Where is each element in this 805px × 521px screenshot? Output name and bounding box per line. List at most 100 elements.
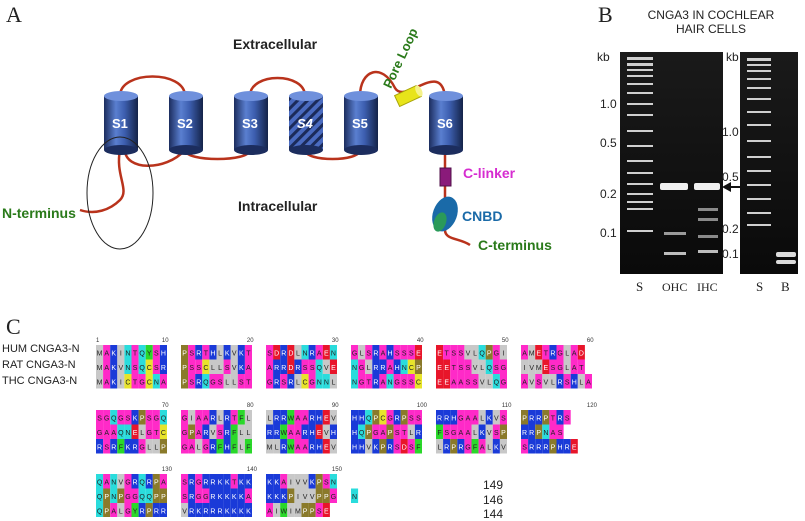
alignment-residue: G xyxy=(132,494,137,501)
alignment-residue: G xyxy=(359,380,364,387)
alignment-cell xyxy=(230,503,238,517)
alignment-cell xyxy=(556,359,564,374)
alignment-residue: Q xyxy=(139,480,145,487)
alignment-residue: A xyxy=(451,380,456,387)
alignment-cell xyxy=(492,359,500,374)
alignment-cell xyxy=(549,345,557,360)
alignment-cell xyxy=(478,359,486,374)
alignment-cell xyxy=(365,345,373,360)
alignment-cell xyxy=(485,345,493,360)
alignment-residue: K xyxy=(218,480,223,487)
alignment-cell xyxy=(315,359,323,374)
alignment-residue: L xyxy=(239,430,243,437)
alignment-cell xyxy=(322,439,330,454)
alignment-cell xyxy=(145,424,153,439)
alignment-cell xyxy=(103,424,111,439)
alignment-cell xyxy=(499,374,507,389)
alignment-cell xyxy=(216,424,224,439)
alignment-residue: S xyxy=(409,416,414,423)
alignment-residue: P xyxy=(451,445,456,452)
alignment-residue: R xyxy=(550,351,555,358)
alignment-residue: A xyxy=(551,430,556,437)
c-terminus-label: C-terminus xyxy=(478,237,552,253)
alignment-cell xyxy=(542,410,550,425)
alignment-residue: I xyxy=(191,416,193,423)
alignment-cell xyxy=(188,410,196,425)
alignment-cell xyxy=(521,345,529,360)
alignment-cell xyxy=(443,374,451,389)
alignment-cell xyxy=(159,374,167,389)
alignment-residue: G xyxy=(104,416,109,423)
alignment-residue: A xyxy=(104,365,109,372)
alignment-cell xyxy=(393,410,401,425)
alignment-residue: G xyxy=(331,494,336,501)
alignment-residue: P xyxy=(140,416,145,423)
alignment-cell xyxy=(138,439,146,454)
alignment-residue: N xyxy=(352,380,357,387)
alignment-residue: S xyxy=(218,380,223,387)
alignment-residue: R xyxy=(225,430,230,437)
alignment-cell xyxy=(131,359,139,374)
alignment-residue: S xyxy=(444,430,449,437)
alignment-residue: V xyxy=(303,480,308,487)
alignment-cell xyxy=(131,439,139,454)
alignment-residue: G xyxy=(196,494,201,501)
alignment-cell xyxy=(372,424,380,439)
alignment-residue: P xyxy=(388,430,393,437)
alignment-cell xyxy=(195,439,203,454)
alignment-cell xyxy=(351,424,359,439)
alignment-cell xyxy=(457,359,465,374)
alignment-residue: S xyxy=(459,365,464,372)
alignment-residue: V xyxy=(232,351,237,358)
alignment-residue: L xyxy=(225,380,229,387)
alignment-residue: N xyxy=(111,480,116,487)
alignment-cell xyxy=(195,359,203,374)
alignment-residue: K xyxy=(310,480,315,487)
alignment-residue: Q xyxy=(359,430,365,437)
alignment-residue: A xyxy=(572,351,577,358)
alignment-residue: A xyxy=(480,445,485,452)
alignment-residue: T xyxy=(579,365,584,372)
lane-ihc: IHC xyxy=(697,280,718,294)
alignment-residue: K xyxy=(494,445,499,452)
alignment-cell xyxy=(379,345,387,360)
alignment-residue: S xyxy=(466,365,471,372)
alignment-residue: A xyxy=(317,351,322,358)
alignment-cell xyxy=(393,345,401,360)
alignment-cell xyxy=(294,424,302,439)
alignment-cell xyxy=(195,474,203,489)
alignment-residue: L xyxy=(239,445,243,452)
alignment-residue: T xyxy=(367,380,372,387)
alignment-residue: A xyxy=(246,365,251,372)
alignment-residue: C xyxy=(125,380,130,387)
alignment-cell xyxy=(124,410,132,425)
alignment-cell xyxy=(216,359,224,374)
alignment-residue: L xyxy=(480,365,484,372)
alignment-cell xyxy=(365,410,373,425)
alignment-residue: N xyxy=(543,430,548,437)
alignment-cell xyxy=(110,410,118,425)
alignment-cell xyxy=(400,345,408,360)
alignment-residue: I xyxy=(290,509,292,516)
alignment-cell xyxy=(230,439,238,454)
alignment-residue: I xyxy=(290,480,292,487)
alignment-residue: T xyxy=(544,351,549,358)
alignment-residue: S xyxy=(182,494,187,501)
alignment-cell xyxy=(443,410,451,425)
alignment-residue: A xyxy=(388,365,393,372)
alignment-residue: A xyxy=(303,416,308,423)
alignment-residue: R xyxy=(189,480,194,487)
alignment-residue: N xyxy=(125,365,130,372)
alignment-residue: G xyxy=(394,380,399,387)
alignment-residue: K xyxy=(232,494,237,501)
alignment-residue: F xyxy=(416,445,420,452)
gel-right-ladder xyxy=(747,58,771,226)
alignment-residue: E xyxy=(437,365,442,372)
alignment-residue: R xyxy=(97,445,102,452)
alignment-cell xyxy=(563,374,571,389)
alignment-residue: A xyxy=(296,416,301,423)
alignment-cell xyxy=(322,345,330,360)
alignment-cell xyxy=(273,488,281,503)
alignment-residue: E xyxy=(444,380,449,387)
alignment-cell xyxy=(443,439,451,454)
